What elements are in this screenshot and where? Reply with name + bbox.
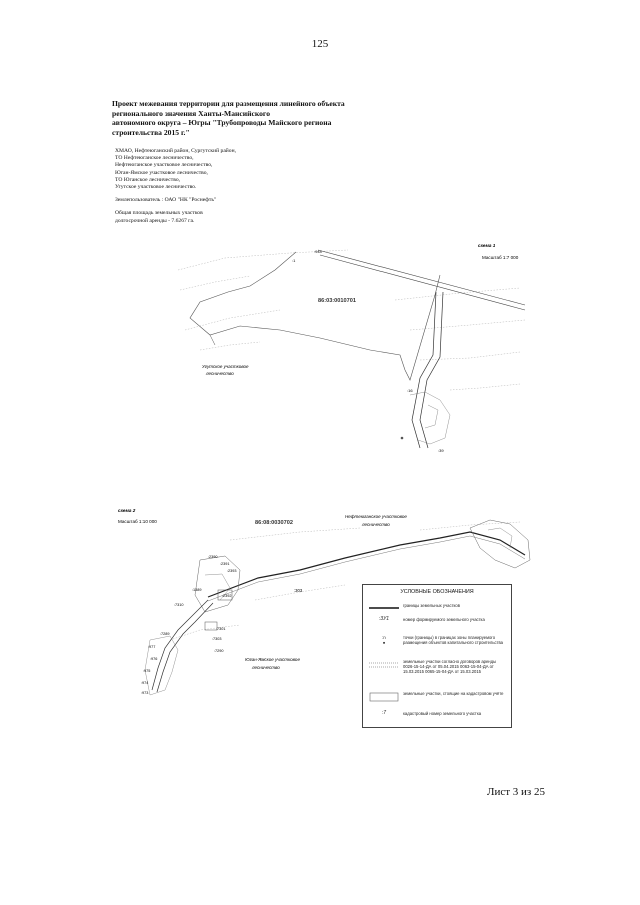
point-label: :977 — [148, 645, 155, 649]
scheme-1-scale: Масштаб 1:7 000 — [482, 255, 519, 260]
forestry-label: Нефтеюганское участковое — [345, 514, 407, 519]
point-label: :1389 — [192, 588, 202, 592]
parcel-block — [217, 589, 233, 601]
scheme-2-title: схема 2 — [118, 508, 136, 513]
parcel-number-symbol: :3У1 — [378, 616, 390, 622]
legend-text: земельные участки, стоящие на кадастрово… — [403, 691, 504, 696]
legend-text: земельные участки согласно договоров аре… — [403, 659, 497, 674]
background-lines — [169, 521, 521, 641]
cadastral-number-symbol: :7 — [381, 710, 387, 716]
legend-text: кадастровый номер земельного участка — [403, 711, 482, 716]
forestry-label: Угутское участковое — [202, 364, 249, 369]
point-marker — [400, 436, 404, 440]
legend-text: точки (границы) в границах зоны планируе… — [403, 635, 504, 645]
title-line: строительства 2015 г." — [112, 127, 190, 137]
point-label: :7301 — [216, 627, 226, 631]
scheme-2-scale: Масштаб 1:10 000 — [118, 519, 157, 524]
double-dotted-line-symbol — [369, 662, 399, 668]
cluster-south — [144, 635, 179, 696]
point-label: :974 — [141, 681, 148, 685]
point-label: :7289 — [160, 632, 170, 636]
page-number: 125 — [311, 38, 329, 50]
location-line: ТО Юганское лесничество, — [115, 176, 181, 183]
sheet-number: Лист 3 из 25 — [487, 786, 546, 798]
point-label: :1 — [292, 258, 296, 263]
project-info: ХМАО, Нефтеюганский район, Сургутский ра… — [115, 148, 335, 225]
cluster-detail — [424, 404, 439, 429]
forestry-label: лесничество — [205, 371, 234, 376]
scheme-1 — [177, 249, 526, 449]
location-line: Юган-Ямское участковое лесничество, — [115, 169, 208, 176]
cadastral-number: 86:03:0010701 — [318, 298, 356, 304]
pipeline-branch — [151, 599, 209, 691]
location-line: ТО Нефтеюганское лесничество, — [115, 155, 194, 162]
cluster-detail — [487, 527, 513, 549]
cadastral-number: 86:08:0030702 — [255, 520, 293, 526]
pipeline-edge — [207, 535, 526, 602]
point-label: :973 — [141, 691, 148, 695]
client-line: Землепользователь : ОАО "НК "Роснефть" — [115, 197, 217, 204]
dot-icon: ● — [382, 640, 386, 645]
pipeline-main — [207, 531, 526, 598]
parcel-block — [204, 621, 218, 631]
pipeline-branch-edge — [156, 602, 214, 693]
area-line: долгосрочной аренды - 7.6267 га. — [115, 217, 195, 224]
cluster-east — [469, 519, 531, 569]
point-label: :7290 — [214, 649, 224, 653]
road-line-2 — [319, 254, 526, 311]
point-label: :7303 — [212, 637, 222, 641]
background-lines — [177, 249, 526, 391]
title-line: регионального значения Ханты-Мансийского — [112, 108, 270, 118]
area-line: Общая площадь земельных участков — [115, 210, 203, 217]
forestry-label: лесничество — [251, 665, 280, 670]
document-title: Проект межевания территории для размещен… — [112, 99, 402, 137]
cluster-outline — [409, 391, 451, 445]
road-line-1 — [317, 249, 526, 306]
box-symbol — [369, 692, 399, 702]
legend-text: номер формируемого земельного участка — [403, 617, 485, 622]
pipeline-line-1 — [411, 291, 437, 449]
scheme-1-title: схема 1 — [478, 243, 496, 248]
forestry-label: лесничество — [361, 522, 390, 527]
cluster-detail — [204, 573, 231, 601]
point-symbol: :n ● — [367, 635, 401, 647]
thick-line-symbol — [369, 607, 399, 609]
point-label: :2393 — [227, 569, 237, 573]
point-label: :975 — [143, 669, 150, 673]
cluster-west — [194, 555, 241, 613]
point-label: :2391 — [220, 562, 230, 566]
object-number: :303 — [294, 588, 303, 593]
parcel-line — [209, 334, 216, 346]
location-line: Угутское участковое лесничество. — [115, 184, 197, 191]
forestry-label: Юган-Ямское участковое — [245, 657, 300, 662]
map-legend: УСЛОВНЫЕ ОБОЗНАЧЕНИЯ границы земельных у… — [362, 584, 512, 728]
point-label: :976 — [150, 657, 157, 661]
scheme-2 — [144, 519, 531, 696]
point-symbol-label: :n — [382, 635, 386, 640]
location-line: Нефтеюганское участковое лесничество, — [115, 162, 213, 169]
point-label: :7310 — [174, 603, 184, 607]
point-label: :16 — [407, 388, 413, 393]
legend-title: УСЛОВНЫЕ ОБОЗНАЧЕНИЯ — [400, 589, 474, 595]
location-line: ХМАО, Нефтеюганский район, Сургутский ра… — [115, 148, 236, 154]
point-label: :2392 — [222, 594, 232, 598]
title-line: Проект межевания территории для размещен… — [112, 99, 345, 108]
point-label: :2390 — [208, 555, 218, 559]
point-label: :39 — [438, 448, 444, 453]
point-label: :944 — [314, 249, 323, 254]
parcel-boundary — [189, 251, 441, 381]
title-line: автономного округа – Югры "Трубопроводы … — [112, 118, 332, 127]
legend-text: границы земельных участков — [403, 603, 460, 608]
pipeline-line-2 — [419, 291, 444, 449]
